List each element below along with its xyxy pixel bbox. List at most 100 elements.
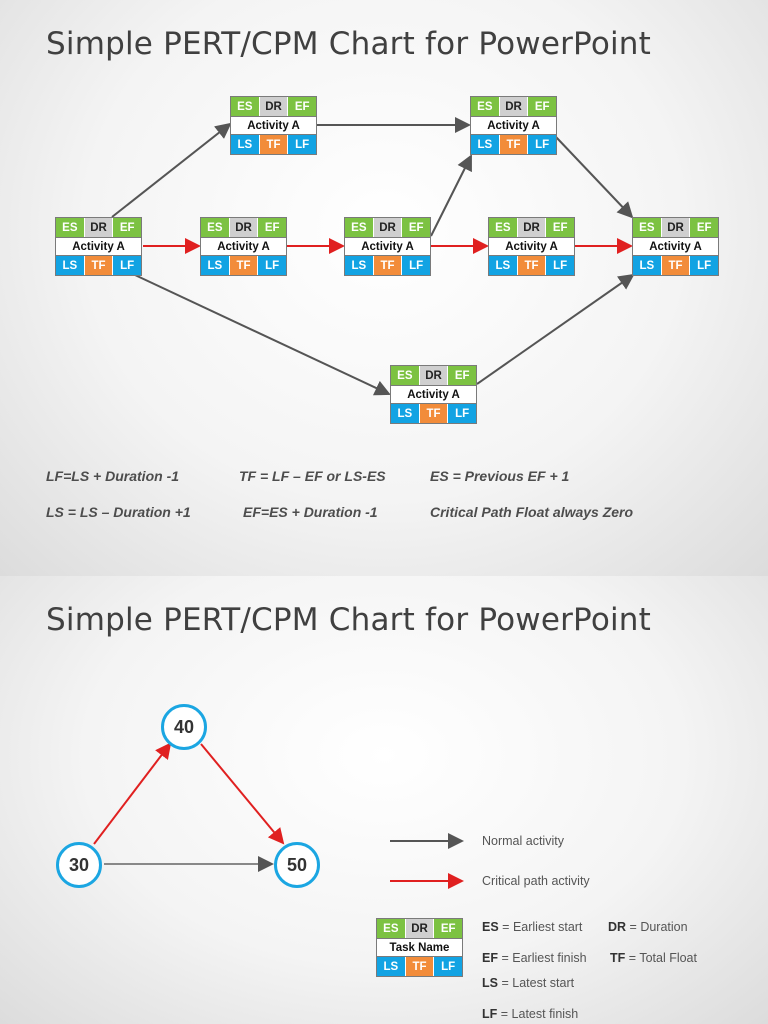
ef-cell: EF	[288, 97, 317, 116]
edge-n8-n7	[476, 273, 635, 385]
activity-name: Activity A	[633, 237, 718, 256]
tf-cell: TF	[405, 957, 435, 976]
dr-cell: DR	[229, 218, 259, 237]
legend-normal-label: Normal activity	[482, 834, 564, 848]
ef-cell: EF	[690, 218, 719, 237]
ls-cell: LS	[377, 957, 406, 976]
lf-cell: LF	[113, 256, 142, 275]
es-cell: ES	[377, 919, 406, 938]
dr-cell: DR	[517, 218, 547, 237]
edge-n5-n3	[430, 154, 472, 237]
legend-lf-key: LF	[482, 1007, 498, 1021]
legend-lf-desc: = Latest finish	[500, 1007, 579, 1021]
formula-lf: LF=LS + Duration -1	[46, 468, 180, 484]
activity-name: Activity A	[56, 237, 141, 256]
dr-cell: DR	[419, 366, 449, 385]
legend-tf-key: TF	[610, 951, 626, 965]
es-cell: ES	[201, 218, 230, 237]
dr-cell: DR	[373, 218, 403, 237]
lf-cell: LF	[528, 135, 557, 154]
activity-name: Activity A	[489, 237, 574, 256]
edge-30-40	[93, 742, 172, 845]
edge-n1-n2	[111, 122, 232, 218]
es-cell: ES	[231, 97, 260, 116]
lf-cell: LF	[288, 135, 317, 154]
legend-ef: EF = Earliest finish	[482, 951, 587, 965]
ls-cell: LS	[201, 256, 230, 275]
tf-cell: TF	[259, 135, 289, 154]
ef-cell: EF	[528, 97, 557, 116]
formula-ls: LS = LS – Duration +1	[46, 504, 191, 520]
ef-cell: EF	[434, 919, 463, 938]
ls-cell: LS	[231, 135, 260, 154]
network-lines	[93, 742, 464, 889]
edge-n3-n7	[555, 136, 634, 219]
es-cell: ES	[345, 218, 374, 237]
event-node-40: 40	[161, 704, 207, 750]
ls-cell: LS	[489, 256, 518, 275]
task-name: Task Name	[377, 938, 462, 957]
event-node-50: 50	[274, 842, 320, 888]
tf-cell: TF	[661, 256, 691, 275]
legend-lf: LF = Latest finish	[482, 1007, 578, 1021]
dr-cell: DR	[661, 218, 691, 237]
ls-cell: LS	[633, 256, 662, 275]
activity-name: Activity A	[201, 237, 286, 256]
lf-cell: LF	[402, 256, 431, 275]
legend-es-desc: = Earliest start	[502, 920, 583, 934]
event-node-30: 30	[56, 842, 102, 888]
slide-aoa-network: Simple PERT/CPM Chart for PowerPoint 30 …	[0, 576, 768, 1024]
legend-critical-label: Critical path activity	[482, 874, 590, 888]
legend-dr-desc: = Duration	[629, 920, 688, 934]
es-cell: ES	[489, 218, 518, 237]
slide-title: Simple PERT/CPM Chart for PowerPoint	[46, 602, 652, 638]
legend-tf: TF = Total Float	[610, 951, 697, 965]
tf-cell: TF	[229, 256, 259, 275]
lf-cell: LF	[258, 256, 287, 275]
legend-ef-key: EF	[482, 951, 498, 965]
lf-cell: LF	[690, 256, 719, 275]
legend-es-key: ES	[482, 920, 499, 934]
dr-cell: DR	[84, 218, 114, 237]
dr-cell: DR	[499, 97, 529, 116]
activity-name: Activity A	[471, 116, 556, 135]
connector-lines	[111, 117, 635, 396]
ls-cell: LS	[471, 135, 500, 154]
lf-cell: LF	[448, 404, 477, 423]
formula-ef: EF=ES + Duration -1	[243, 504, 378, 520]
ef-cell: EF	[113, 218, 142, 237]
activity-name: Activity A	[231, 116, 316, 135]
slide-title: Simple PERT/CPM Chart for PowerPoint	[46, 26, 652, 62]
legend-ls-key: LS	[482, 976, 498, 990]
ls-cell: LS	[56, 256, 85, 275]
es-cell: ES	[633, 218, 662, 237]
activity-name: Activity A	[391, 385, 476, 404]
legend-tf-desc: = Total Float	[628, 951, 697, 965]
ef-cell: EF	[546, 218, 575, 237]
ls-cell: LS	[345, 256, 374, 275]
tf-cell: TF	[499, 135, 529, 154]
legend-ef-desc: = Earliest finish	[501, 951, 587, 965]
dr-cell: DR	[259, 97, 289, 116]
edge-n1-n8	[134, 274, 391, 396]
legend-ls: LS = Latest start	[482, 976, 574, 990]
lf-cell: LF	[434, 957, 463, 976]
formula-tf: TF = LF – EF or LS-ES	[239, 468, 386, 484]
es-cell: ES	[391, 366, 420, 385]
tf-cell: TF	[419, 404, 449, 423]
ls-cell: LS	[391, 404, 420, 423]
formula-critical-float: Critical Path Float always Zero	[430, 504, 634, 520]
tf-cell: TF	[84, 256, 114, 275]
es-cell: ES	[56, 218, 85, 237]
ef-cell: EF	[448, 366, 477, 385]
tf-cell: TF	[517, 256, 547, 275]
es-cell: ES	[471, 97, 500, 116]
